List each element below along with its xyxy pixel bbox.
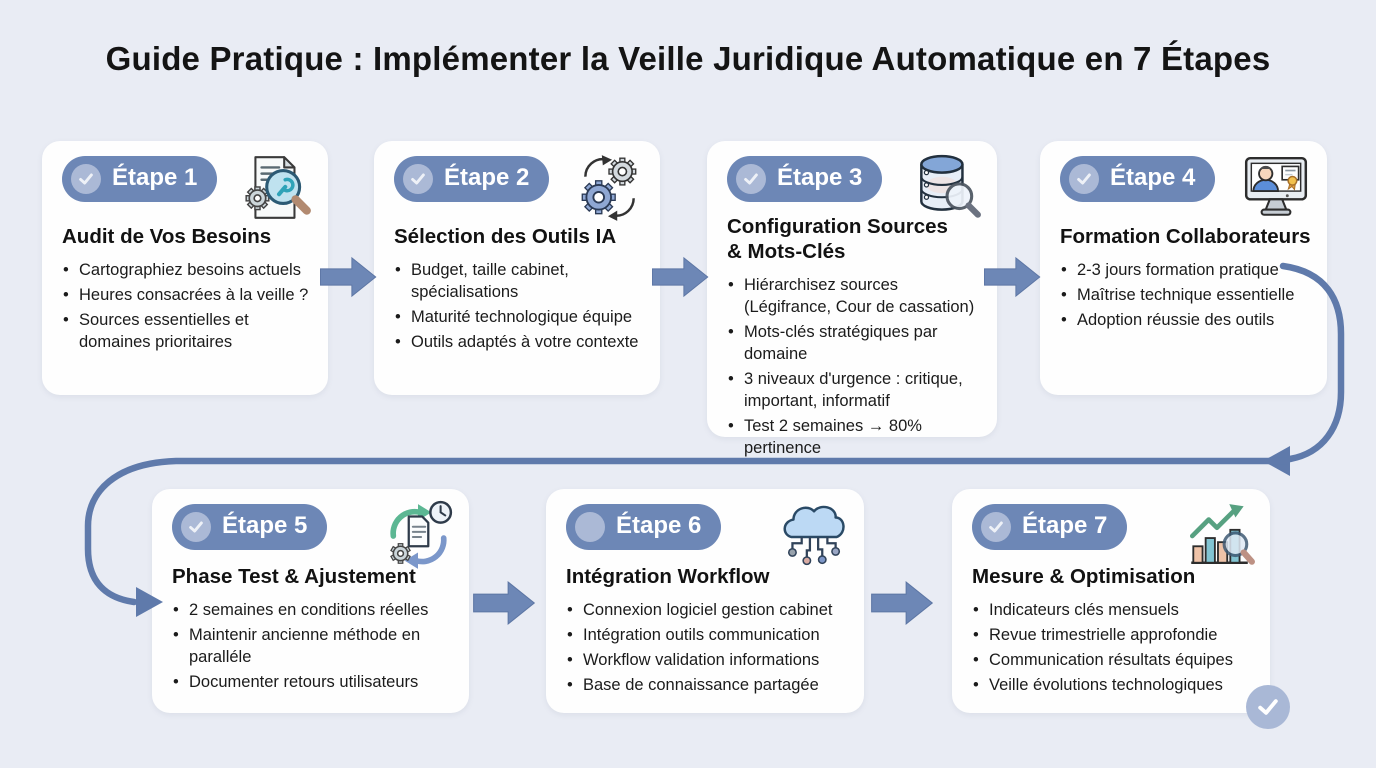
gears-sync-icon — [581, 155, 637, 221]
list-item: Documenter retours utilisateurs — [172, 672, 455, 694]
step-2-title: Sélection des Outils IA — [394, 225, 617, 248]
check-circle-icon — [181, 512, 211, 542]
step-5-badge: Étape 5 — [172, 504, 328, 550]
step-7-badge: Étape 7 — [972, 504, 1128, 550]
list-item: 2 semaines en conditions réelles — [172, 600, 455, 622]
step-3-bullet-list: Hiérarchisez sources (Légifrance, Cour d… — [727, 275, 983, 460]
arrow-step5-step6 — [473, 581, 535, 625]
training-monitor-icon — [1244, 156, 1308, 216]
arrow-step6-step7 — [871, 581, 933, 625]
step-4-badge-label: Étape 4 — [1110, 164, 1196, 191]
list-item: Adoption réussie des outils — [1060, 310, 1313, 332]
check-circle-icon — [403, 164, 433, 194]
list-item: Sources essentielles et domaines priorit… — [62, 310, 314, 354]
step-4-badge: Étape 4 — [1060, 156, 1216, 202]
list-item: Indicateurs clés mensuels — [972, 600, 1256, 622]
step-1-title: Audit de Vos Besoins — [62, 225, 272, 248]
step-3-title: Configuration Sources & Mots-Clés — [727, 215, 948, 263]
database-magnifier-icon — [920, 154, 981, 218]
step-card-3: Étape 3 Configuration Sources & Mots-Clé… — [707, 141, 997, 457]
list-item: Maturité technologique équipe — [394, 307, 646, 329]
list-item: Intégration outils communication — [566, 625, 850, 647]
step-4-bullet-list: 2-3 jours formation pratique Maîtrise te… — [1060, 260, 1313, 332]
arrow-step2-step3 — [652, 257, 709, 297]
step-1-badge-label: Étape 1 — [112, 164, 198, 191]
document-magnifier-icon — [245, 156, 311, 219]
empty-circle-icon — [575, 512, 605, 542]
step-6-bullet-list: Connexion logiciel gestion cabinet Intég… — [566, 600, 850, 697]
list-item: Veille évolutions technologiques — [972, 675, 1256, 697]
cloud-network-icon — [783, 505, 845, 566]
step-3-badge-label: Étape 3 — [777, 164, 863, 191]
list-item: Workflow validation informations — [566, 650, 850, 672]
completion-check-icon — [1246, 685, 1290, 729]
step-card-1: Étape 1 — [42, 141, 328, 395]
arrow-step1-step2 — [320, 257, 377, 297]
step-6-badge: Étape 6 — [566, 504, 722, 550]
step-6-badge-label: Étape 6 — [616, 512, 702, 539]
step-1-bullet-list: Cartographiez besoins actuels Heures con… — [62, 260, 314, 354]
step-card-2: Étape 2 — [374, 141, 660, 395]
check-circle-icon — [71, 164, 101, 194]
step-2-badge-label: Étape 2 — [444, 164, 530, 191]
list-item: Test 2 semaines → 80% pertinence — [727, 416, 983, 460]
list-item: Connexion logiciel gestion cabinet — [566, 600, 850, 622]
page-title: Guide Pratique : Implémenter la Veille J… — [105, 40, 1271, 77]
step-card-6: Étape 6 Intégration Workflow Connexion l… — [546, 489, 864, 713]
list-item: Heures consacrées à la veille ? — [62, 285, 314, 307]
step-3-badge: Étape 3 — [727, 156, 883, 202]
list-item: Revue trimestrielle approfondie — [972, 625, 1256, 647]
step-5-badge-label: Étape 5 — [222, 512, 308, 539]
list-item: Communication résultats équipes — [972, 650, 1256, 672]
step-5-bullet-list: 2 semaines en conditions réelles Mainten… — [172, 600, 455, 694]
test-cycle-icon — [390, 500, 453, 569]
step-card-5: Étape 5 — [152, 489, 469, 713]
check-circle-icon — [736, 164, 766, 194]
step-4-title: Formation Collaborateurs — [1060, 225, 1311, 248]
step-card-7: Étape 7 Mesure & Optimisation Indicateur… — [952, 489, 1270, 713]
list-item: Hiérarchisez sources (Légifrance, Cour d… — [727, 275, 983, 319]
chart-growth-icon — [1189, 504, 1255, 565]
list-item: Cartographiez besoins actuels — [62, 260, 314, 282]
step-7-badge-label: Étape 7 — [1022, 512, 1108, 539]
list-item: 3 niveaux d'urgence : critique, importan… — [727, 369, 983, 413]
check-circle-icon — [1069, 164, 1099, 194]
step-7-bullet-list: Indicateurs clés mensuels Revue trimestr… — [972, 600, 1256, 697]
step-2-bullet-list: Budget, taille cabinet, spécialisations … — [394, 260, 646, 354]
list-item: Outils adaptés à votre contexte — [394, 332, 646, 354]
list-item: Base de connaissance partagée — [566, 675, 850, 697]
step-2-badge: Étape 2 — [394, 156, 550, 202]
step-card-4: Étape 4 Formation Collaborateurs 2-3 jou… — [1040, 141, 1327, 395]
list-item: Maintenir ancienne méthode en paralléle — [172, 625, 455, 669]
list-item: Mots-clés stratégiques par domaine — [727, 322, 983, 366]
list-item: Budget, taille cabinet, spécialisations — [394, 260, 646, 304]
list-item: 2-3 jours formation pratique — [1060, 260, 1313, 282]
list-item: Maîtrise technique essentielle — [1060, 285, 1313, 307]
check-circle-icon — [981, 512, 1011, 542]
step-1-badge: Étape 1 — [62, 156, 218, 202]
